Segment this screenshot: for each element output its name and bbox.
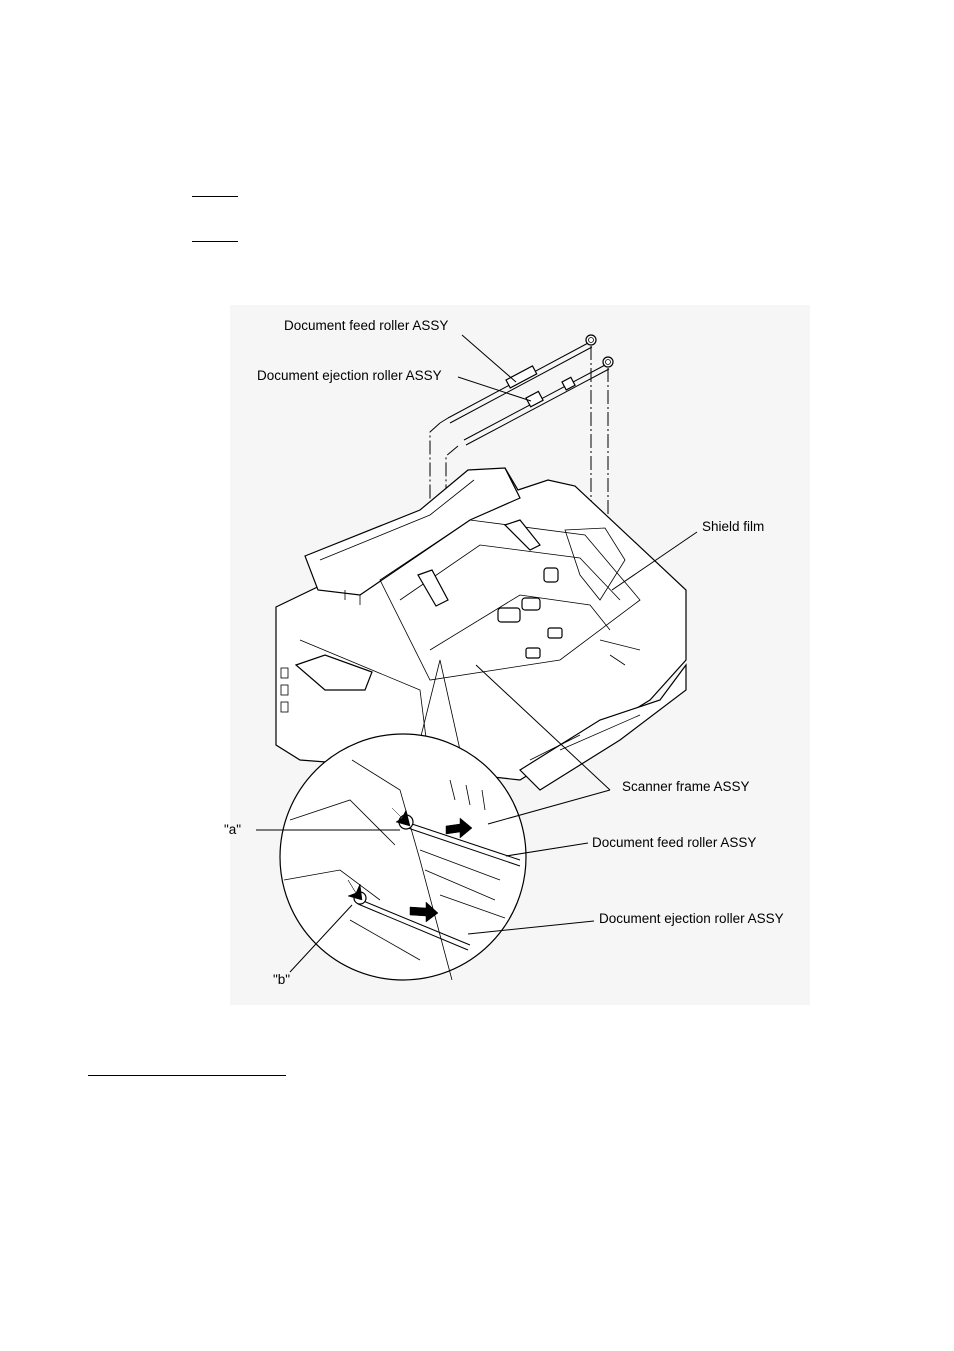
label-marker-b: "b" <box>273 972 290 987</box>
underline-2 <box>192 241 238 242</box>
feed-roller-assy-top <box>439 334 597 424</box>
leader-lines <box>256 334 698 973</box>
label-ejection-roller-top: Document ejection roller ASSY <box>257 368 442 383</box>
ejection-roller-assy-top <box>463 356 614 446</box>
detail-callout <box>279 659 527 981</box>
label-marker-a: "a" <box>224 822 241 837</box>
underline-3 <box>88 1075 286 1076</box>
label-feed-roller-top: Document feed roller ASSY <box>284 318 448 333</box>
underline-1 <box>192 196 238 197</box>
label-shield-film: Shield film <box>702 519 764 534</box>
label-feed-roller-detail: Document feed roller ASSY <box>592 835 756 850</box>
label-ejection-roller-detail: Document ejection roller ASSY <box>599 911 784 926</box>
machine-body <box>275 467 687 791</box>
label-scanner-frame: Scanner frame ASSY <box>622 779 750 794</box>
